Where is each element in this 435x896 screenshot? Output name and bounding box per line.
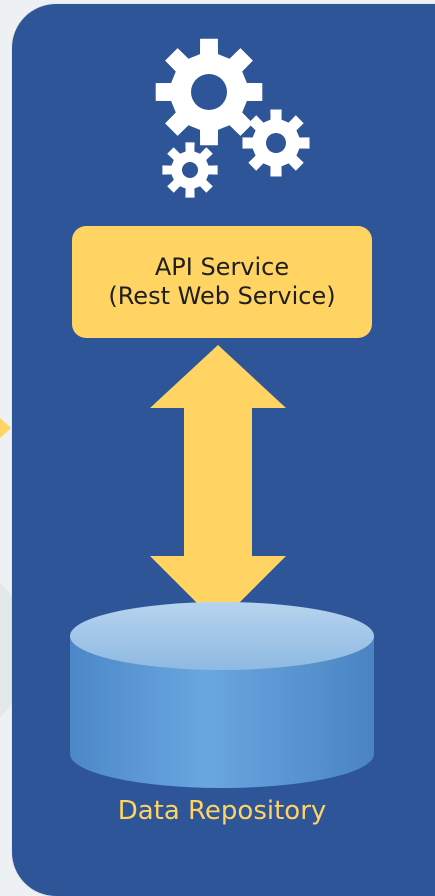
api-service-box: API Service (Rest Web Service) [72,226,372,338]
api-service-subtitle: (Rest Web Service) [108,282,336,310]
large-gear-icon [155,38,263,146]
incoming-arrow-tip-icon [0,418,11,438]
small-gear-icon [162,142,218,198]
database-cylinder-icon [70,602,374,788]
medium-gear-icon [242,109,310,177]
data-repository-label: Data Repository [117,796,327,826]
gears-icon [155,38,310,198]
api-service-title: API Service [154,253,290,282]
double-arrow-icon [150,345,286,624]
